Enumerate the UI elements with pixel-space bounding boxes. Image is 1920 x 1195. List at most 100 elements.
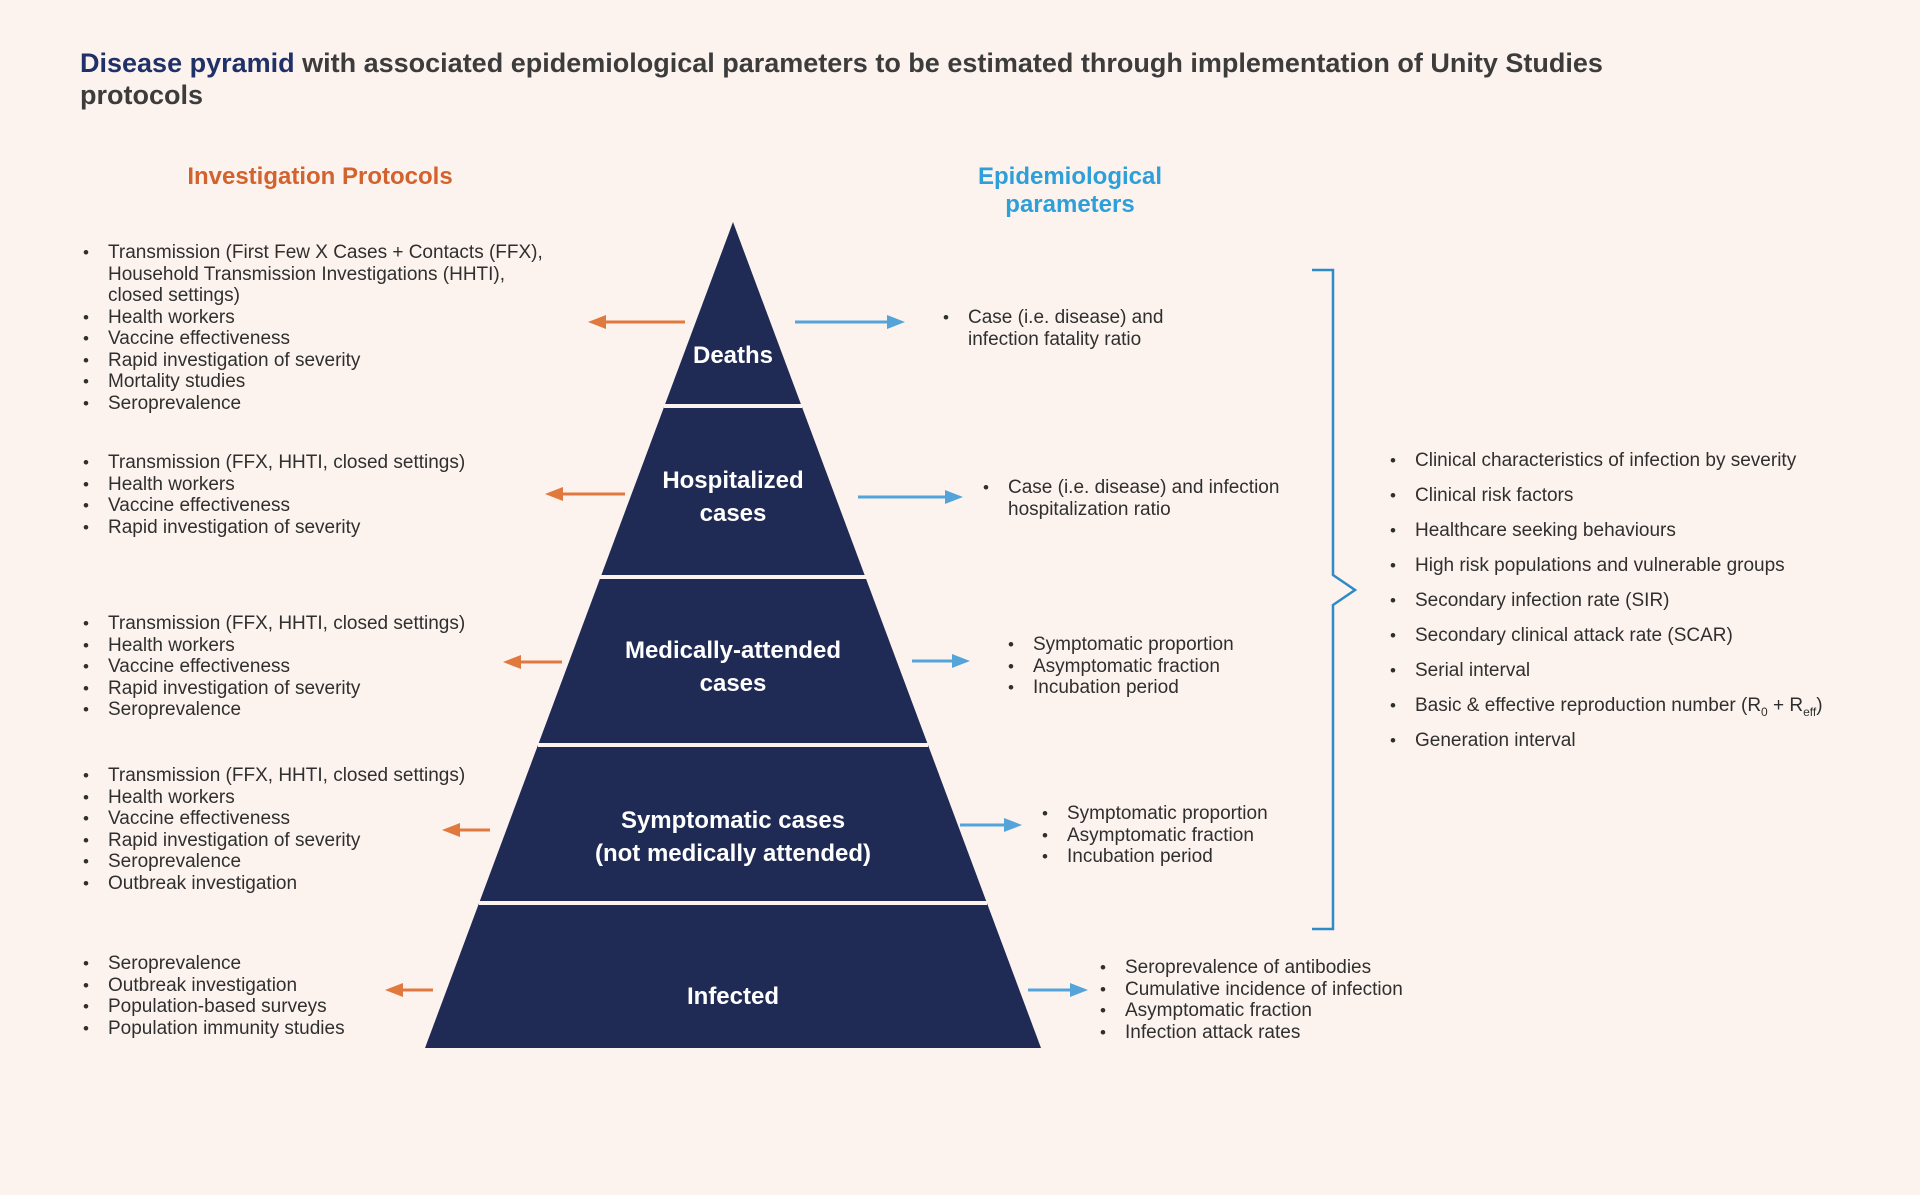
list-item: •Secondary clinical attack rate (SCAR) <box>1390 625 1890 647</box>
bullet-icon: • <box>1390 591 1396 610</box>
list-item: •Vaccine effectiveness <box>83 495 553 517</box>
list-item-text: Health workers <box>108 306 235 328</box>
bullet-icon: • <box>83 852 89 871</box>
list-item: •Asymptomatic fraction <box>1042 825 1332 847</box>
list-item: • Outbreak investigation <box>83 873 553 895</box>
bullet-icon: • <box>83 350 89 370</box>
list-item: •Infection attack rates <box>1100 1022 1440 1044</box>
bullet-icon: • <box>83 517 89 537</box>
list-item: •Generation interval <box>1390 730 1890 752</box>
pyramid-level-label-infected: Infected <box>686 983 779 1010</box>
blue-arrow-deaths <box>795 315 905 329</box>
bullet-icon: • <box>83 614 89 633</box>
list-item-text: Rapid investigation of severity <box>108 677 361 699</box>
list-item-text: Transmission (FFX, HHTI, closed settings… <box>108 765 466 786</box>
bullet-icon: • <box>83 657 89 676</box>
list-item: •Incubation period <box>1008 677 1298 699</box>
bullet-icon: • <box>83 954 89 973</box>
bullet-icon: • <box>1100 1022 1106 1042</box>
investigation-protocols-list-symptomatic: • Transmission (FFX, HHTI, closed setting… <box>83 765 553 894</box>
bullet-icon: • <box>83 809 89 828</box>
list-item: • Transmission (FFX, HHTI, closed setting… <box>83 613 553 635</box>
list-item-text: Vaccine effectiveness <box>108 495 291 516</box>
list-item: •Population immunity studies <box>83 1018 553 1040</box>
list-item: •Clinical risk factors <box>1390 485 1890 507</box>
bullet-icon: • <box>83 787 89 807</box>
list-item: •Clinical characteristics of infection b… <box>1390 450 1890 472</box>
list-item-text: Rapid investigation of severity <box>108 516 361 538</box>
bullet-icon: • <box>83 766 89 785</box>
list-item-text: Secondary infection rate (SIR) <box>1415 590 1670 611</box>
orange-arrow-deaths <box>588 315 685 329</box>
blue-arrow-symptomatic <box>960 818 1022 832</box>
list-item-text: Symptomatic proportion <box>1033 634 1234 655</box>
list-item: •Asymptomatic fraction <box>1100 1000 1440 1022</box>
list-item: •Cumulative incidence of infection <box>1100 979 1440 1001</box>
bullet-icon: • <box>83 873 89 893</box>
bullet-icon: • <box>83 678 89 698</box>
pyramid-level-label-hospitalized: Hospitalized cases <box>662 467 804 527</box>
list-item: •Vaccine effectiveness <box>83 808 553 830</box>
list-item-text: Generation interval <box>1415 730 1576 751</box>
investigation-protocols-list-deaths: •Transmission (First Few X Cases + Conta… <box>83 242 553 414</box>
list-item: •Seroprevalence <box>83 851 553 873</box>
bullet-icon: • <box>1042 825 1048 845</box>
bullet-icon: • <box>1390 451 1396 470</box>
curly-brace <box>1312 268 1358 931</box>
investigation-protocols-header: Investigation Protocols <box>187 163 453 190</box>
bullet-icon: • <box>1100 958 1106 977</box>
list-item: •Transmission (First Few X Cases + Conta… <box>83 242 553 307</box>
list-item-text: Case (i.e. disease) and infection hospit… <box>1008 477 1280 520</box>
list-item: •Rapid investigation of severity <box>83 830 553 852</box>
bullet-icon: • <box>1100 1001 1106 1020</box>
list-item-text: Cumulative incidence of infection <box>1125 978 1403 1000</box>
bullet-icon: • <box>983 478 989 497</box>
page-title: Disease pyramid with associated epidemio… <box>80 47 1700 111</box>
list-item: •Health workers <box>83 787 553 809</box>
epi-parameters-list-deaths: •Case (i.e. disease) and infection fatal… <box>943 307 1188 350</box>
list-item: •Seroprevalence <box>83 699 553 721</box>
list-item: •Mortality studies <box>83 371 553 393</box>
list-item-text: Seroprevalence <box>108 699 242 720</box>
list-item: •Healthcare seeking behaviours <box>1390 520 1890 542</box>
pyramid-level-label-medically-attended: Medically-attended cases <box>624 637 842 697</box>
epi-parameters-list-medically-attended: •Symptomatic proportion•Asymptomatic fra… <box>1008 634 1298 699</box>
list-item: •Case (i.e. disease) and infection fatal… <box>943 307 1188 350</box>
orange-arrow-infected <box>385 983 433 997</box>
orange-arrow-hospitalized <box>545 487 625 501</box>
list-item: • Vaccine effectiveness <box>83 656 553 678</box>
pyramid-shape <box>425 222 1041 1048</box>
list-item: •Incubation period <box>1042 846 1332 868</box>
bullet-icon: • <box>1390 486 1396 505</box>
bullet-icon: • <box>83 635 89 655</box>
investigation-protocols-list-hospitalized: •Transmission (FFX, HHTI, closed setting… <box>83 452 553 538</box>
list-item: • Transmission (FFX, HHTI, closed setting… <box>83 765 553 787</box>
list-item: •Seroprevalence of antibodies <box>1100 957 1440 979</box>
list-item-text: Vaccine effectiveness <box>108 656 291 677</box>
list-item-text: Secondary clinical attack rate (SCAR) <box>1415 625 1733 646</box>
bullet-icon: • <box>1390 661 1396 680</box>
list-item-text: Vaccine effectiveness <box>108 328 291 349</box>
list-item-text: Transmission (FFX, HHTI, closed settings… <box>108 613 466 634</box>
epi-parameters-list-hospitalized: • Case (i.e. disease) and infection hospi… <box>983 477 1293 520</box>
list-item: •Basic & effective reproduction number (… <box>1390 695 1890 718</box>
bullet-icon: • <box>83 453 89 472</box>
list-item-text: Health workers <box>108 473 235 495</box>
investigation-protocols-list-medically-attended: • Transmission (FFX, HHTI, closed setting… <box>83 613 553 721</box>
list-item-text: Serial interval <box>1415 660 1531 681</box>
list-item-text: Rapid investigation of severity <box>108 829 361 851</box>
bullet-icon: • <box>1390 696 1396 715</box>
bullet-icon: • <box>83 243 89 262</box>
list-item-text: Incubation period <box>1033 677 1179 698</box>
list-item-text: Incubation period <box>1067 846 1213 867</box>
list-item-text: Outbreak investigation <box>108 872 298 894</box>
blue-arrow-medically-attended <box>912 654 970 668</box>
list-item: •Health workers <box>83 635 553 657</box>
orange-arrow-medically-attended <box>503 655 562 669</box>
pyramid-level-label-symptomatic: Symptomatic cases (not medically attende… <box>594 807 872 867</box>
bullet-icon: • <box>943 308 949 327</box>
orange-arrow-symptomatic <box>442 823 490 837</box>
bullet-icon: • <box>83 329 89 348</box>
bullet-icon: • <box>83 975 89 995</box>
